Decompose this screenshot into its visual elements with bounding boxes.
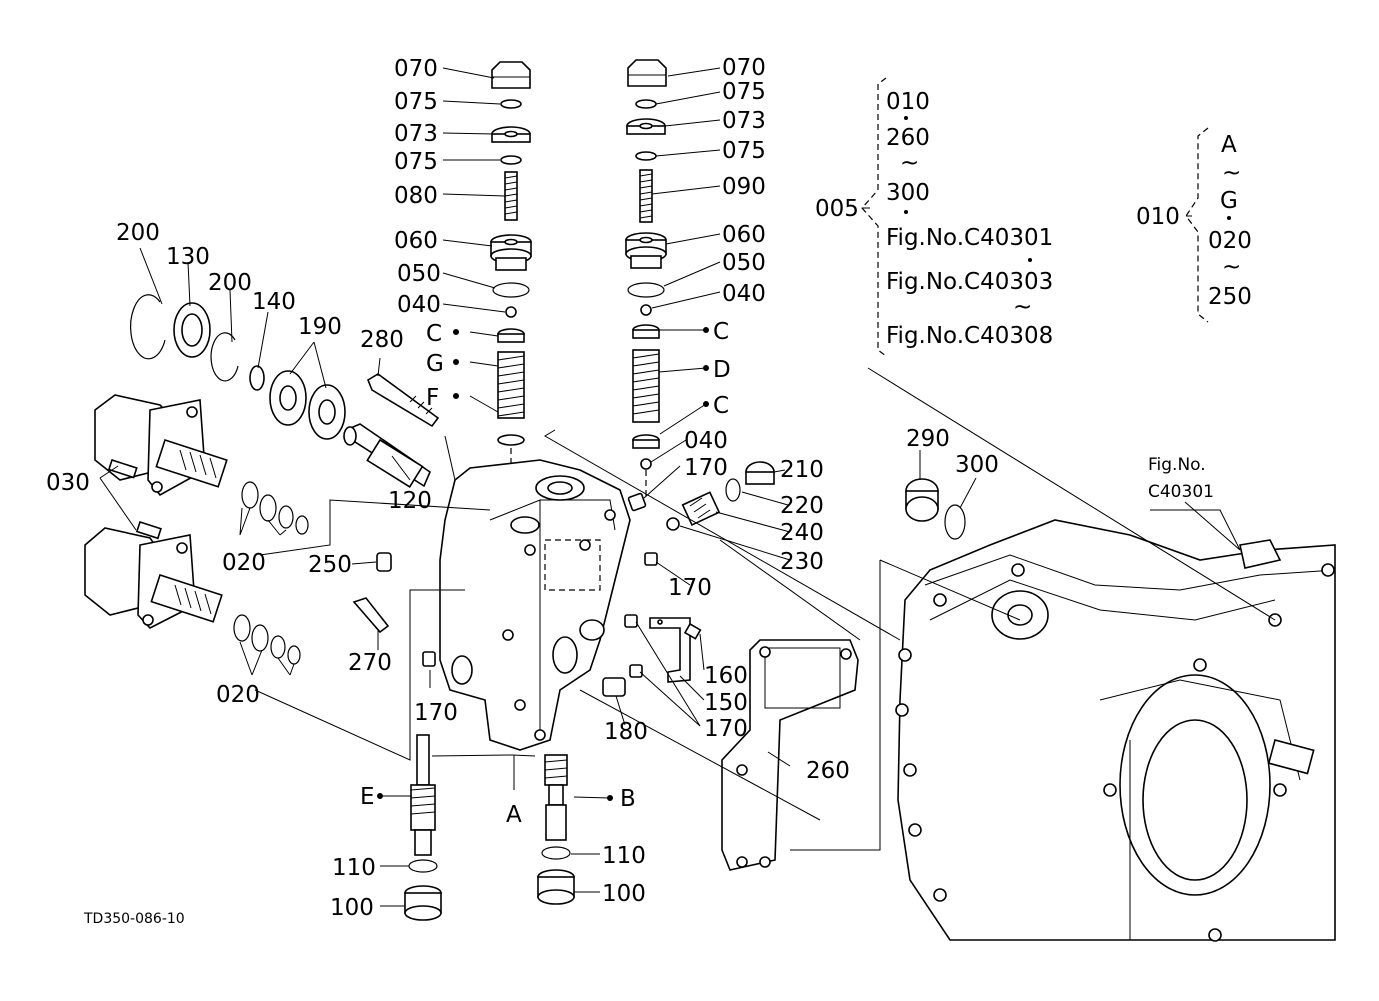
legend-010-key: 010 [1136, 204, 1180, 230]
left-components [84, 294, 440, 667]
legend-010-line-5: ~ [1222, 254, 1241, 280]
ref-073-left: 073 [394, 121, 438, 147]
ref-075-left-b: 075 [394, 149, 438, 175]
ref-100-a: 100 [330, 895, 374, 921]
reference-dots [377, 327, 709, 801]
ref-180: 180 [604, 719, 648, 745]
ref-050-left: 050 [397, 261, 441, 287]
transmission-case [895, 519, 1336, 942]
legend-010-line-1: A [1221, 132, 1237, 158]
ref-130: 130 [166, 244, 210, 270]
legend-brackets [861, 77, 1231, 357]
part-labels: 070 075 073 075 080 060 050 040 C G F 07… [46, 55, 999, 921]
ref-230: 230 [780, 549, 824, 575]
legend-005: 005 010 260 ~ 300 Fig.No.C40301 Fig.No.C… [815, 89, 1053, 349]
legend-005-key: 005 [815, 196, 859, 222]
ref-170-c: 170 [668, 575, 712, 601]
figref-line-2: C40301 [1148, 482, 1214, 502]
ref-F: F [426, 385, 439, 411]
legend-010-line-4: 020 [1208, 228, 1252, 254]
ref-190: 190 [298, 314, 342, 340]
legend-005-line-2: 260 [886, 125, 930, 151]
ref-110-a: 110 [332, 855, 376, 881]
legend-005-line-4: 300 [886, 180, 930, 206]
ref-C-right-2: C [713, 393, 729, 419]
legend-010: 010 A ~ G 020 ~ 250 [1136, 132, 1252, 310]
ref-170-a: 170 [414, 700, 458, 726]
ref-270: 270 [348, 650, 392, 676]
ref-G: G [426, 351, 444, 377]
right-small-parts [602, 461, 775, 697]
legend-005-line-1: 010 [886, 89, 930, 115]
ref-E: E [360, 784, 375, 810]
ref-090: 090 [722, 174, 766, 200]
ref-060-right: 060 [722, 222, 766, 248]
ref-075-right-b: 075 [722, 138, 766, 164]
legend-005-line-7: ~ [1013, 294, 1032, 320]
ref-C-right-1: C [713, 319, 729, 345]
ref-040-right: 040 [722, 281, 766, 307]
bottom-spools [404, 734, 575, 921]
ref-280: 280 [360, 327, 404, 353]
legend-005-line-5: Fig.No.C40301 [886, 225, 1053, 251]
ref-300: 300 [955, 452, 999, 478]
ref-030: 030 [46, 470, 90, 496]
left-valve-stack [490, 61, 532, 490]
ref-060-left: 060 [394, 228, 438, 254]
ref-073-right: 073 [722, 108, 766, 134]
ref-075-left-a: 075 [394, 89, 438, 115]
ref-040-left: 040 [397, 292, 441, 318]
ref-240: 240 [780, 520, 824, 546]
ref-250: 250 [308, 552, 352, 578]
ref-020-b: 020 [216, 682, 260, 708]
ref-210: 210 [780, 457, 824, 483]
ref-070-left: 070 [394, 56, 438, 82]
legend-010-line-6: 250 [1208, 284, 1252, 310]
ref-B: B [620, 786, 636, 812]
ref-040-right-b: 040 [684, 428, 728, 454]
ref-290: 290 [906, 426, 950, 452]
gasket-260 [721, 639, 859, 871]
ref-150: 150 [704, 690, 748, 716]
legend-010-line-2: ~ [1222, 160, 1241, 186]
legend-005-line-8: Fig.No.C40308 [886, 323, 1053, 349]
ref-A: A [506, 802, 522, 828]
ref-120: 120 [388, 488, 432, 514]
ref-020-a: 020 [222, 550, 266, 576]
ref-070-right: 070 [722, 55, 766, 81]
ref-110-b: 110 [602, 843, 646, 869]
valve-body [439, 459, 631, 751]
ref-200-b: 200 [208, 270, 252, 296]
leader-lines [99, 67, 1276, 907]
ref-170-d: 170 [704, 716, 748, 742]
ref-200-a: 200 [116, 220, 160, 246]
ref-050-right: 050 [722, 250, 766, 276]
legend-010-line-3: G [1220, 188, 1238, 214]
ref-220: 220 [780, 493, 824, 519]
right-valve-stack [625, 59, 667, 500]
figref-line-1: Fig.No. [1148, 455, 1206, 475]
ref-075-right-a: 075 [722, 79, 766, 105]
ref-C-left: C [426, 321, 442, 347]
ref-100-b: 100 [602, 881, 646, 907]
legend-005-line-3: ~ [900, 150, 919, 176]
ref-140: 140 [252, 289, 296, 315]
ref-D: D [713, 357, 731, 383]
ref-170-b: 170 [684, 455, 728, 481]
legend-005-line-6: Fig.No.C40303 [886, 269, 1053, 295]
ref-260: 260 [806, 758, 850, 784]
ref-160: 160 [704, 663, 748, 689]
drawing-code: TD350-086-10 [83, 911, 185, 927]
ref-080: 080 [394, 183, 438, 209]
